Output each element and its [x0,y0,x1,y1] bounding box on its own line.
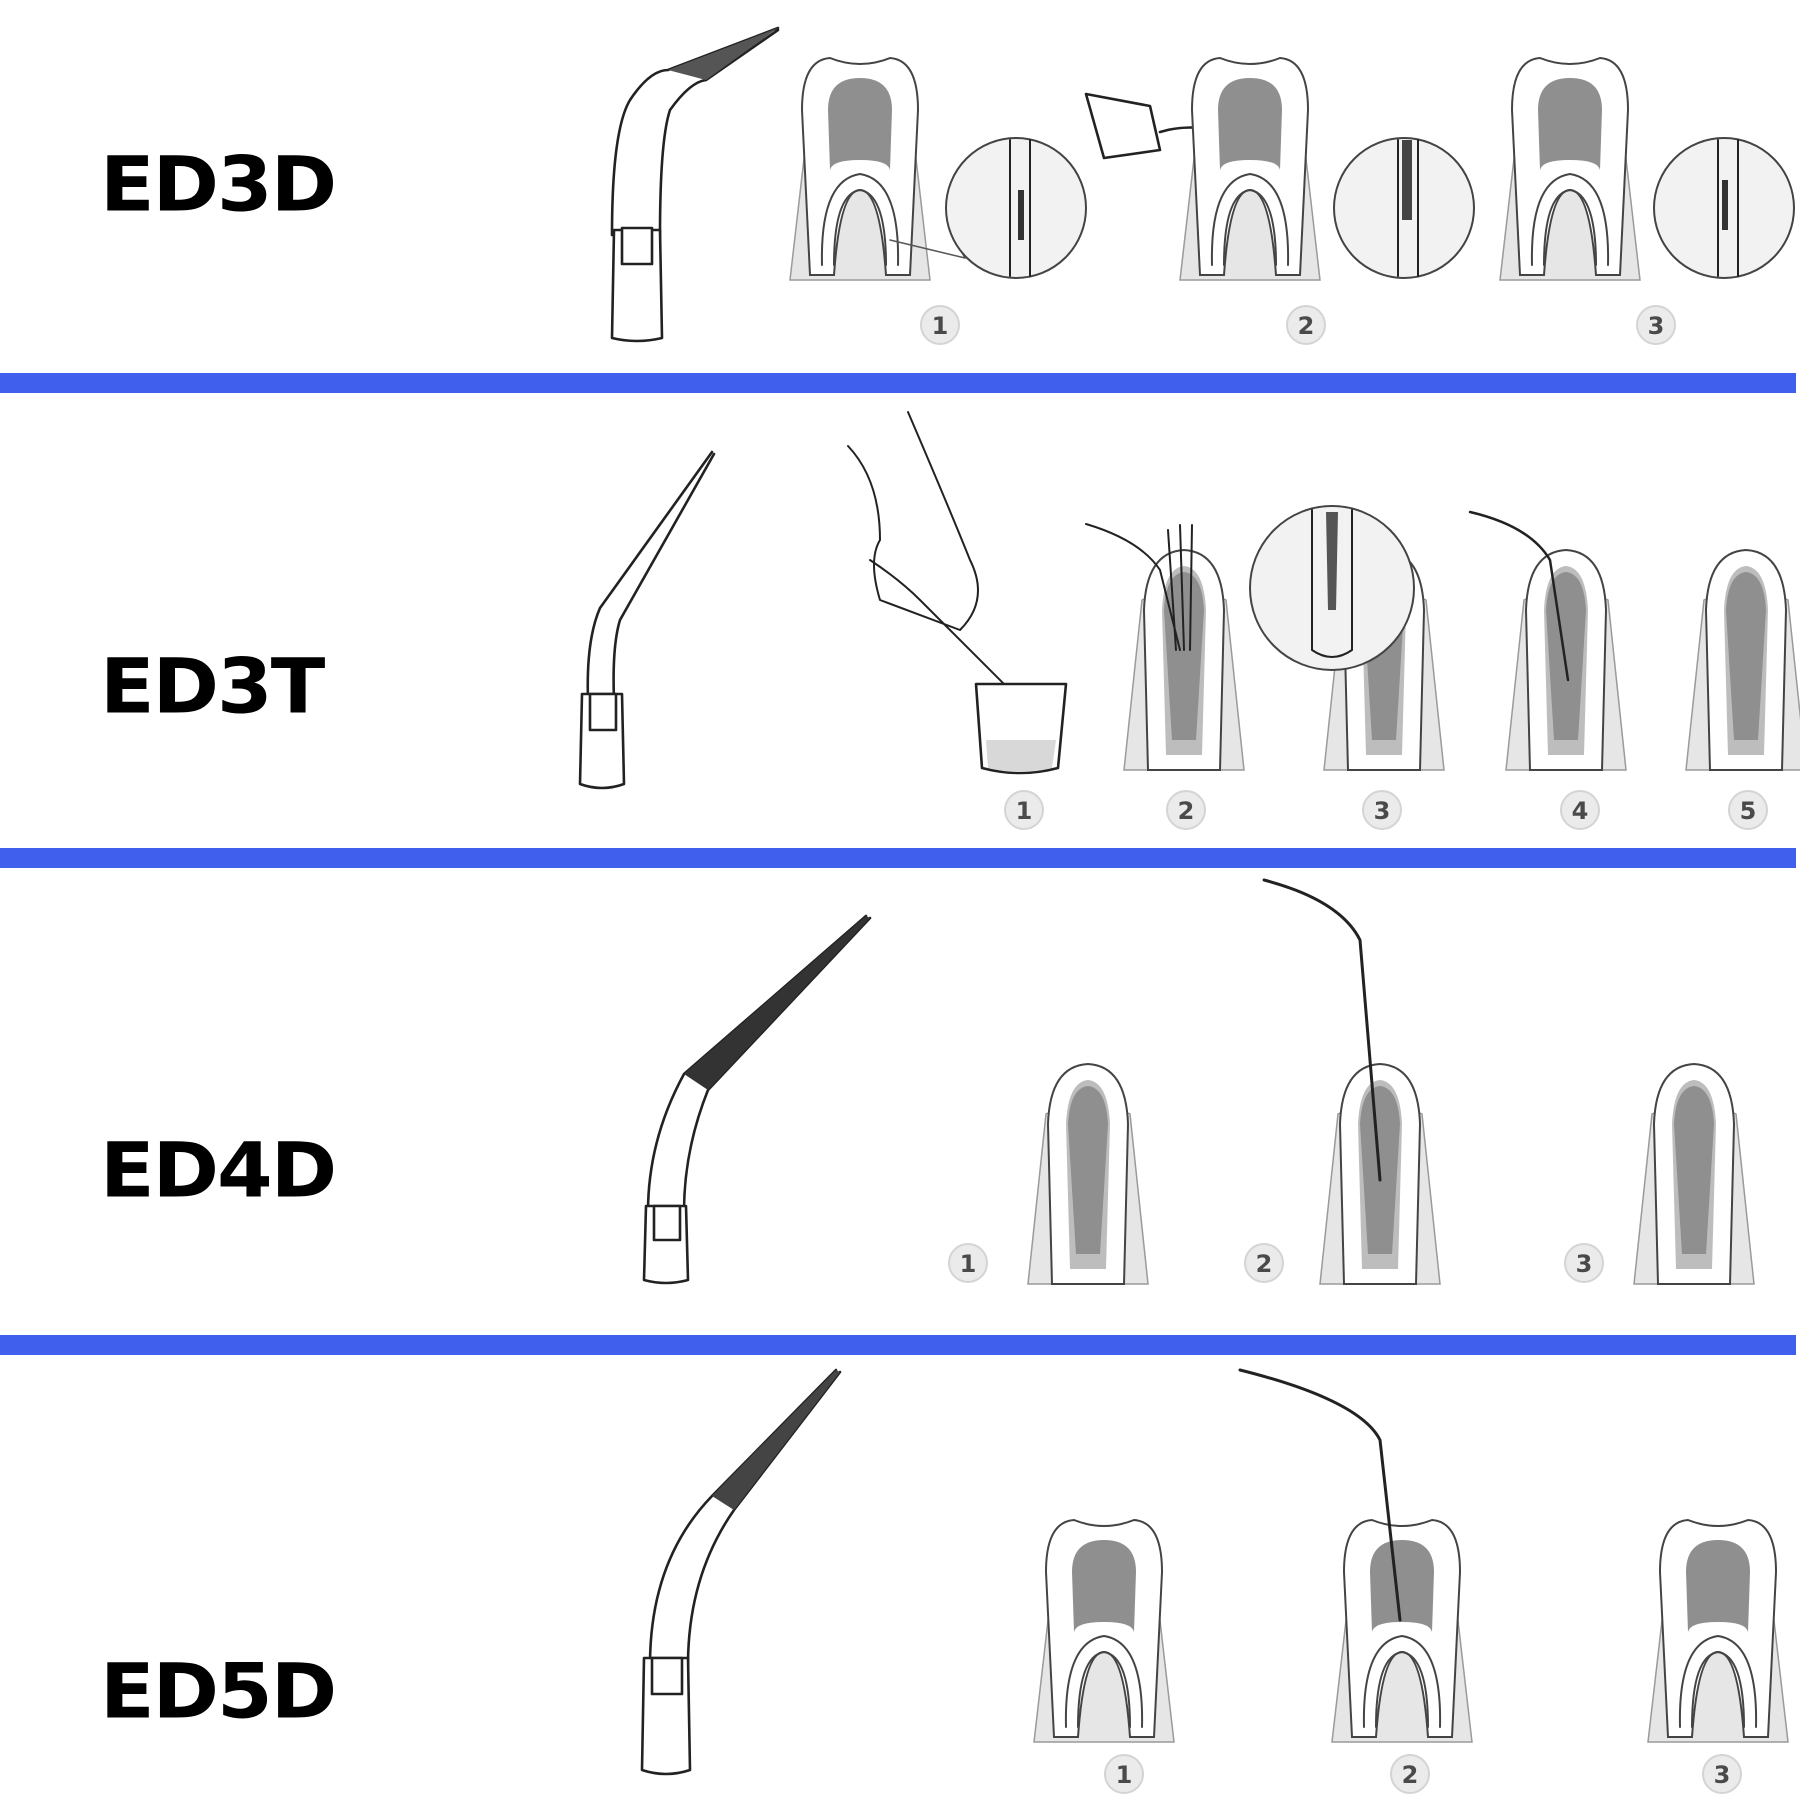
ed3d-step-3-badge: 3 [1636,305,1676,345]
svg-text:1: 1 [1016,797,1033,825]
ed3d-tip-drawing [610,26,780,343]
ed5d-step-3-badge: 3 [1702,1754,1742,1794]
section-divider-3 [0,1335,1796,1355]
svg-text:2: 2 [1178,797,1195,825]
model-label-ed4d: ED4D [100,1126,337,1215]
ed3t-step-1-illustration [847,411,1068,775]
svg-text:1: 1 [932,312,949,340]
ed5d-step-1-illustration [1033,1519,1175,1743]
svg-text:1: 1 [1116,1761,1133,1789]
model-label-ed5d: ED5D [100,1647,337,1736]
ed3t-step-5-illustration [1685,549,1800,771]
ed4d-tip-drawing [642,914,872,1285]
model-label-ed3t: ED3T [100,642,325,731]
ed3d-step-1-badge: 1 [920,305,960,345]
svg-text:3: 3 [1714,1761,1731,1789]
ed5d-step-3-illustration [1647,1519,1789,1743]
ed3d-step-2-badge: 2 [1286,305,1326,345]
svg-text:3: 3 [1648,312,1665,340]
ed3t-step-4-badge: 4 [1560,790,1600,830]
svg-text:3: 3 [1576,1250,1593,1278]
ed3t-step-5-badge: 5 [1728,790,1768,830]
svg-text:3: 3 [1374,797,1391,825]
svg-text:4: 4 [1572,797,1589,825]
svg-text:2: 2 [1256,1250,1273,1278]
svg-text:2: 2 [1402,1761,1419,1789]
ed3d-step-3-illustration [1499,57,1795,281]
ed4d-step-1-illustration [1027,1063,1149,1285]
ed3t-step-3-badge: 3 [1362,790,1402,830]
ed3d-step-1-illustration [789,57,1087,281]
ed5d-step-1-badge: 1 [1104,1754,1144,1794]
ed3t-step-2-badge: 2 [1166,790,1206,830]
ed4d-step-3-badge: 3 [1564,1243,1604,1283]
ed3t-step-1-badge: 1 [1004,790,1044,830]
svg-text:1: 1 [960,1250,977,1278]
svg-text:2: 2 [1298,312,1315,340]
ed3t-step-2-illustration [1085,523,1245,771]
ed4d-step-1-badge: 1 [948,1243,988,1283]
model-label-ed3d: ED3D [100,140,337,229]
ed3t-tip-drawing [578,450,716,790]
ed3d-step-2-illustration [1084,57,1475,281]
section-divider-2 [0,848,1796,868]
ed4d-step-3-illustration [1633,1063,1755,1285]
svg-text:5: 5 [1740,797,1757,825]
ed4d-step-2-badge: 2 [1244,1243,1284,1283]
ed3t-step-3-illustration [1249,505,1445,771]
ed3t-step-4-illustration [1468,510,1627,771]
ed5d-step-2-illustration [1238,1368,1473,1743]
ed4d-step-2-illustration [1262,878,1441,1285]
section-divider-1 [0,373,1796,393]
ed5d-tip-drawing [640,1368,842,1776]
ed5d-step-2-badge: 2 [1390,1754,1430,1794]
